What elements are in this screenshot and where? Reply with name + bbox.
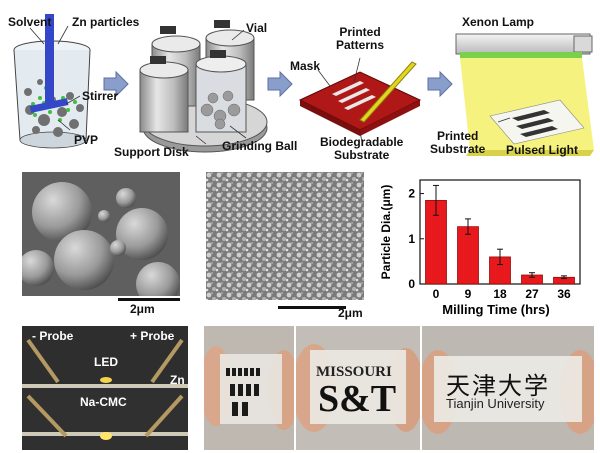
label-vial: Vial <box>246 21 268 35</box>
label-minus-probe: - Probe <box>32 329 74 343</box>
arrow-2 <box>267 70 293 98</box>
label-printed-substrate: Printed Substrate <box>430 129 486 156</box>
led-photo-drawing <box>22 326 188 450</box>
label-pvp: PVP <box>74 133 99 147</box>
y-tick-label-2: 2 <box>408 187 415 201</box>
y-axis-label: Particle Dia.(μm) <box>379 185 393 280</box>
label-grinding-ball: Grinding Ball <box>222 139 298 153</box>
flex-photo-tianjin: 天津大学 Tianjin University <box>422 326 594 450</box>
y-tick-label-1: 1 <box>408 232 415 246</box>
flex-photo-missouri: MISSOURI S&T <box>296 326 420 450</box>
sem-large-spheres <box>22 172 180 296</box>
flex-photo-patterns-drawing <box>204 326 294 450</box>
label-xenon-lamp: Xenon Lamp <box>462 15 535 29</box>
x-tick-label-2: 18 <box>493 287 507 301</box>
label-pulsed-light: Pulsed Light <box>506 143 578 157</box>
label-biodegradable-substrate: Biodegradable Substrate <box>320 135 404 162</box>
bar-1 <box>457 226 479 285</box>
tianjin-english-text: Tianjin University <box>446 396 545 411</box>
led-photo: - Probe + Probe LED Zn Na-CMC <box>22 326 188 450</box>
missouri-text: MISSOURI <box>316 364 392 380</box>
sem-image-small-particles <box>206 172 364 300</box>
scale-bar-right <box>278 306 346 309</box>
tianjin-chinese-text: 天津大学 <box>446 372 550 400</box>
flex-photo-missouri-drawing <box>296 326 420 450</box>
st-text: S&T <box>318 378 397 420</box>
scale-label-right: 2μm <box>338 306 363 320</box>
x-tick-label-1: 9 <box>465 287 472 301</box>
arrow-1 <box>103 70 129 98</box>
stirrer-rod <box>29 14 69 113</box>
scale-bar-left <box>118 298 180 301</box>
sem-fine-texture <box>206 172 364 300</box>
x-tick-label-0: 0 <box>433 287 440 301</box>
y-tick-label-0: 0 <box>408 277 415 291</box>
label-zn-particles: Zn particles <box>72 15 140 29</box>
label-zn: Zn <box>170 373 185 387</box>
x-axis-label: Milling Time (hrs) <box>442 302 549 317</box>
flex-photo-tianjin-drawing <box>422 326 594 450</box>
arrow-3 <box>427 70 453 98</box>
xenon-lamp <box>455 33 594 156</box>
label-na-cmc: Na-CMC <box>80 395 127 409</box>
label-plus-probe: + Probe <box>130 329 175 343</box>
label-solvent: Solvent <box>8 15 52 29</box>
x-tick-label-3: 27 <box>525 287 539 301</box>
label-mask: Mask <box>290 59 321 73</box>
label-printed-patterns: Printed Patterns <box>336 25 385 52</box>
x-tick-label-4: 36 <box>557 287 571 301</box>
sem-image-large-particles <box>22 172 180 296</box>
process-schematic: Solvent Zn particles Stirrer PVP Vial Su… <box>0 0 600 168</box>
scale-label-left: 2μm <box>130 302 155 316</box>
label-support-disk: Support Disk <box>114 145 189 159</box>
flex-photo-patterns <box>204 326 294 450</box>
process-drawing <box>13 14 594 156</box>
label-led: LED <box>94 355 118 369</box>
label-stirrer: Stirrer <box>82 89 119 103</box>
ball-mill <box>139 20 268 153</box>
mask-printing <box>298 61 422 136</box>
